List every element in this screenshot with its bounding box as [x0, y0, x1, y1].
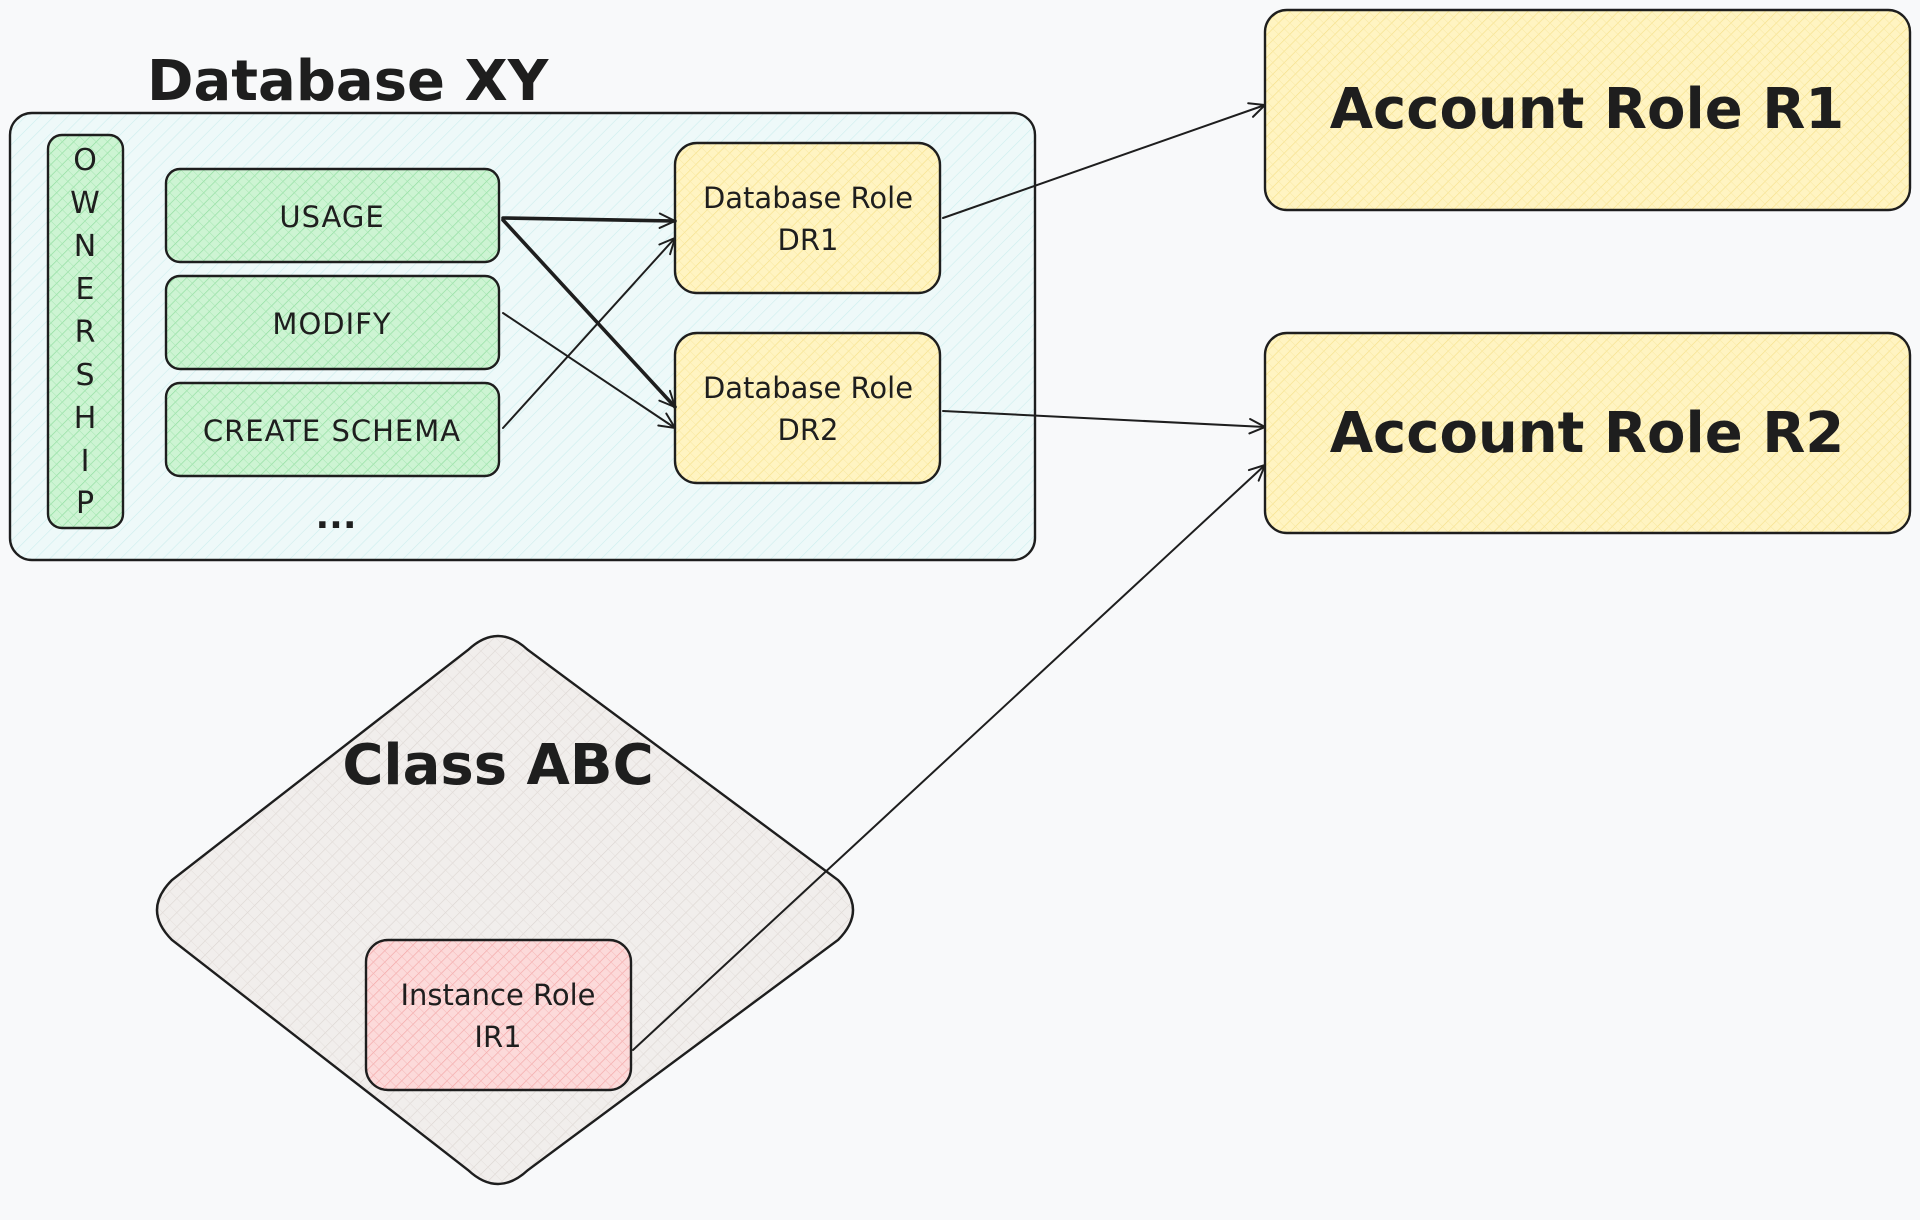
account-roles-group: Account Role R1 Account Role R2 [1263, 8, 1912, 535]
instance-role-ir1-id: IR1 [474, 1020, 521, 1054]
usage-permission-box[interactable] [164, 167, 501, 264]
account-role-r2-label: Account Role R2 [1330, 401, 1845, 466]
ownership-label: O W N E R S H I P [70, 143, 100, 521]
connectors [501, 105, 1265, 1051]
database-xy-group: Database XY O W N E R S H I P USAGE MODI… [8, 49, 1037, 562]
ownership-letter: R [75, 315, 96, 350]
instance-role-ir1-label: Instance Role [400, 978, 595, 1012]
create-schema-permission-box[interactable] [164, 381, 501, 478]
class-abc-group: Class ABC Instance Role IR1 [155, 634, 855, 1186]
ownership-letter: E [76, 272, 95, 307]
database-role-dr2-id: DR2 [778, 413, 839, 447]
more-permissions-ellipsis: ... [315, 496, 356, 537]
ownership-letter: S [75, 358, 94, 393]
modify-permission-label: MODIFY [272, 307, 391, 341]
arrow-usage-to-dr2 [501, 218, 677, 409]
modify-permission-box[interactable] [164, 274, 501, 371]
arrow-usage-to-dr1 [501, 218, 677, 221]
class-abc-title: Class ABC [342, 733, 653, 798]
arrow-create-schema-to-dr1 [502, 238, 675, 429]
database-role-dr2-box[interactable] [673, 331, 942, 485]
database-title: Database XY [147, 49, 550, 114]
instance-role-ir1-box[interactable] [364, 938, 633, 1092]
database-role-dr1-label: Database Role [703, 181, 913, 215]
arrow-ir1-to-account-r2 [632, 465, 1265, 1051]
arrow-dr2-to-account-r2 [942, 410, 1265, 427]
arrow-modify-to-dr2 [502, 312, 675, 428]
ownership-bar[interactable] [46, 133, 125, 530]
arrow-dr1-to-account-r1 [942, 105, 1265, 219]
ownership-letter: O [73, 143, 97, 178]
class-abc-diamond[interactable] [155, 634, 855, 1186]
ownership-letter: N [74, 229, 96, 264]
ownership-letter: W [70, 186, 100, 221]
ownership-letter: P [76, 486, 94, 521]
account-role-r1-label: Account Role R1 [1330, 77, 1845, 142]
ownership-letter: H [74, 401, 97, 436]
usage-permission-label: USAGE [279, 200, 384, 234]
ownership-letter: I [81, 444, 90, 479]
database-role-dr1-id: DR1 [778, 223, 839, 257]
database-role-dr2-label: Database Role [703, 371, 913, 405]
create-schema-permission-label: CREATE SCHEMA [203, 414, 461, 448]
database-role-dr1-box[interactable] [673, 141, 942, 295]
